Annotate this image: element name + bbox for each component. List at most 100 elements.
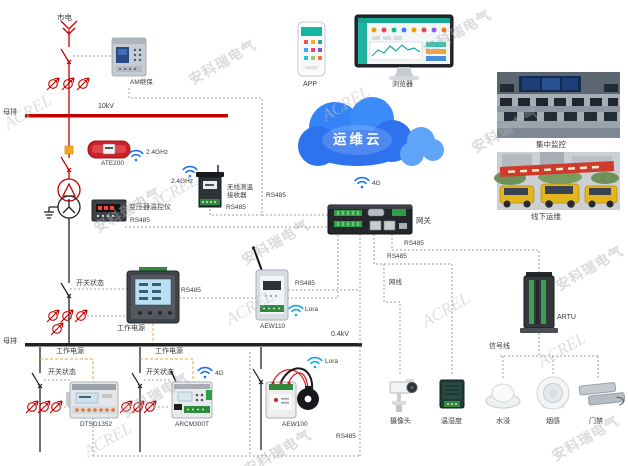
- service-van: [499, 185, 535, 208]
- b2-power-label: 工作电源: [155, 348, 183, 355]
- power-supply-lines: [40, 323, 194, 382]
- gateway-device: [327, 204, 413, 235]
- temp-controller-device: [91, 199, 127, 222]
- sensor-label-smoke: 烟感: [546, 418, 560, 425]
- b3-device-label: AEW100: [282, 421, 308, 428]
- ate200-device: [87, 140, 131, 159]
- ct-icon: [131, 400, 145, 414]
- dtsd1352-device: [66, 381, 119, 419]
- lv-circuit: [39, 195, 262, 452]
- smoke-detector-device: [536, 376, 570, 410]
- temp-humidity-sensor-device: [439, 379, 465, 409]
- comm-lines: [44, 55, 599, 457]
- hv-voltage-label: 10kV: [98, 103, 114, 110]
- ate200-mount-point: [64, 145, 74, 155]
- ate200-freq-label: 2.4GHz: [146, 149, 169, 156]
- mv-power-label: 工作电源: [117, 325, 145, 332]
- b1-switch-label: 开关状态: [48, 369, 76, 376]
- sensor-label-temp-humidity: 温湿度: [441, 418, 462, 425]
- ct-icon: [76, 77, 90, 91]
- b3-breaker-icon: [252, 368, 264, 385]
- b3-bus-label: RS485: [336, 433, 356, 440]
- photo-control-room: [497, 72, 620, 138]
- browser-label: 浏览器: [392, 81, 413, 88]
- lv-voltage-label: 0.4kV: [331, 331, 349, 338]
- mains-label: 市电: [57, 13, 72, 22]
- mv-switch-label: 开关状态: [76, 280, 104, 287]
- b1-breaker-icon: [31, 372, 43, 389]
- arcm300t-device: [170, 370, 213, 419]
- service-van: [584, 185, 618, 208]
- b2-switch-label: 开关状态: [146, 369, 174, 376]
- wifi-4g-icon: [354, 176, 370, 190]
- hv-busbar: [25, 114, 228, 118]
- b1-power-label: 工作电源: [56, 348, 84, 355]
- ct-icon: [46, 77, 60, 91]
- ct-icon: [46, 309, 60, 323]
- sensor-bus-label: RS485: [387, 253, 407, 260]
- lora-icon: [288, 304, 304, 318]
- cloud-icon: [298, 97, 444, 166]
- uplink-4g-label: 4G: [372, 180, 381, 187]
- relay-bus-label: RS485: [266, 192, 286, 199]
- aew110-radio-label: Lora: [305, 306, 319, 313]
- wireless-temp-receiver-device: [196, 165, 224, 208]
- lv-busbar: [25, 343, 362, 347]
- lv-busbar-label: 母排: [3, 338, 17, 345]
- hv-circuit: [57, 20, 81, 202]
- aew110-bus-label: RS485: [295, 280, 315, 287]
- tx-breaker-icon: [60, 156, 72, 173]
- relay-device: [111, 37, 147, 77]
- temp-ctrl-bus-label: RS485: [130, 217, 150, 224]
- artu-label: ARTU: [557, 314, 576, 321]
- aew110-label: AEW110: [260, 323, 286, 330]
- receiver-label: 无线测温 接收器: [227, 184, 253, 199]
- ate200-label: ATE200: [101, 160, 125, 167]
- wifi-2g4-icon: [182, 165, 198, 179]
- aew100-device: [265, 367, 319, 419]
- sensor-label-water: 水浸: [496, 418, 510, 425]
- mv-meter-device: [126, 267, 180, 324]
- wifi-2g4-icon: [128, 149, 144, 163]
- cloud-label: 运维云: [333, 132, 383, 147]
- ct-icon: [61, 77, 75, 91]
- browser-monitor: [354, 14, 454, 80]
- b2-device-label: ARCM300T: [175, 421, 209, 428]
- ct-icon: [25, 400, 39, 414]
- transformer-primary-icon: [57, 178, 81, 202]
- ground-icon: [44, 206, 58, 219]
- b3-radio-label: Lora: [325, 358, 339, 365]
- b2-breaker-icon: [131, 372, 143, 389]
- wifi-4g-icon: [197, 366, 213, 380]
- receiver-freq-label: 2.4GHz: [171, 178, 194, 185]
- ct-icon: [50, 322, 64, 336]
- water-leak-sensor-device: [485, 383, 521, 409]
- ct-icon: [74, 309, 88, 323]
- signal-line-label: 信号线: [489, 343, 510, 350]
- lora-icon: [307, 356, 323, 370]
- artu-device: [520, 272, 558, 333]
- photo1-label: 集中监控: [536, 140, 566, 149]
- service-van: [540, 183, 580, 208]
- sensor-label-camera: 摄像头: [390, 418, 411, 425]
- door-contact-device: [578, 382, 626, 406]
- artu-bus-label: RS485: [404, 240, 424, 247]
- sensor-label-door: 门禁: [589, 418, 603, 425]
- photo-field-service: [494, 152, 620, 210]
- ct-icon: [60, 309, 74, 323]
- relay-label: AM继保: [130, 79, 153, 86]
- mv-bus-label: RS485: [181, 287, 201, 294]
- b1-device-label: DTSD1352: [80, 421, 113, 428]
- aew110-device: [251, 246, 289, 321]
- app-label: APP: [303, 81, 318, 88]
- app-phone: [297, 21, 326, 77]
- ct-icon: [119, 400, 133, 414]
- temp-ctrl-label: 变压器温控仪: [129, 204, 171, 211]
- hv-busbar-label: 母排: [3, 109, 17, 116]
- gateway-label: 网关: [416, 216, 431, 225]
- photo2-label: 线下运维: [531, 212, 561, 221]
- hv-breaker-icon: [60, 48, 72, 65]
- receiver-bus-label: RS485: [226, 204, 246, 211]
